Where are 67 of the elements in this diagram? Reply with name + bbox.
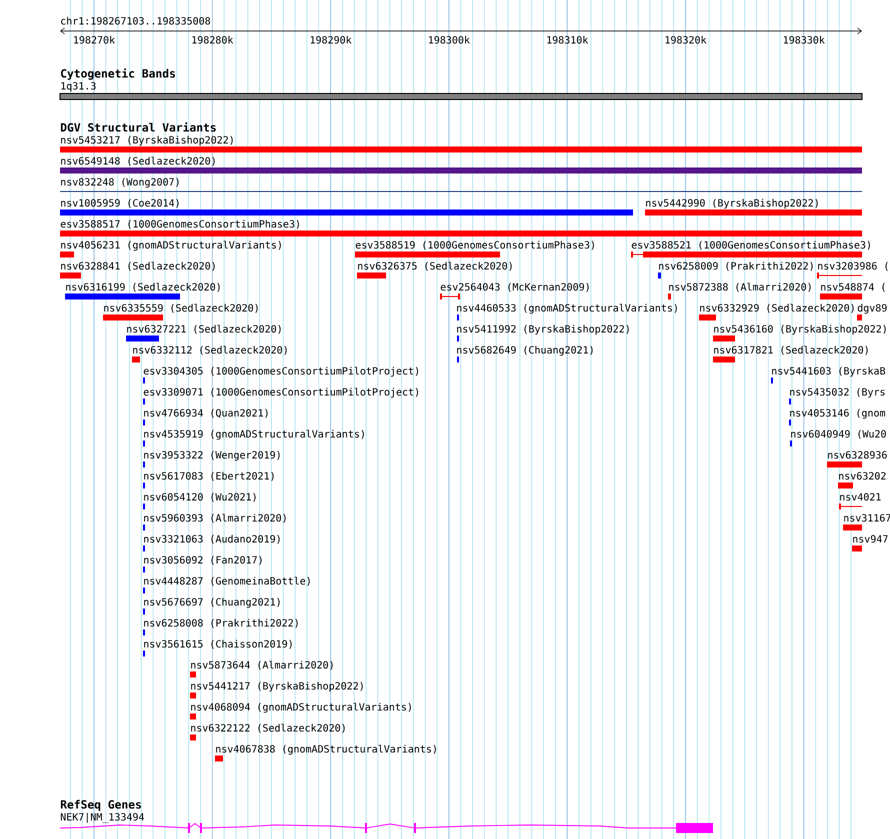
feature-label: nsv4766934 (Quan2021) (144, 408, 268, 418)
feature-label: nsv5453217 (ByrskaBishop2022) (61, 136, 233, 146)
tick-label: 198310k (547, 36, 588, 44)
feature-label: nsv947 (853, 535, 888, 543)
feature-label: nsv6335559 (Sedlazeck2020) (104, 304, 258, 313)
feature-label: nsv4056231 (gnomADStructuralVariants) (61, 240, 281, 251)
tick-label: 198330k (784, 36, 825, 44)
feature-label: NEK7|NM_133494 (60, 812, 144, 823)
tick-label: 198300k (429, 36, 470, 44)
feature-label: nsv5617083 (Ebert2021) (144, 472, 274, 481)
feature-label: nsv1005959 (Coe2014) (61, 198, 179, 208)
feature-label: nsv6040949 (Wu20 (791, 430, 886, 439)
feature-label: nsv4067838 (gnomADStructuralVariants) (216, 744, 436, 755)
region-label: chr1:198267103..198335008 (61, 16, 210, 25)
feature-label: nsv6316199 (Sedlazeck2020) (66, 282, 220, 292)
feature-label: nsv5441603 (ByrskaB (772, 366, 886, 377)
feature-label: nsv6258009 (Prakrithi2022) (659, 262, 813, 271)
feature-label: nsv832248 (Wong2007) (61, 178, 179, 188)
feature-label: nsv5442990 (ByrskaBishop2022) (646, 198, 818, 209)
feature-label: nsv6322122 (Sedlazeck2020) (191, 724, 345, 733)
feature-label: nsv4460533 (gnomADStructuralVariants) (457, 304, 677, 314)
feature-label: nsv4448287 (GenomeinaBottle) (144, 576, 310, 586)
feature-label: nsv6332929 (Sedlazeck2020) (700, 304, 854, 313)
feature-label: nsv4053146 (gnom (790, 408, 886, 419)
feature-label: nsv6327221 (Sedlazeck2020) (127, 324, 281, 334)
feature-label: nsv4535919 (gnomADStructuralVariants) (144, 430, 364, 440)
feature-label: nsv6549148 (Sedlazeck2020) (61, 156, 215, 166)
track-title: DGV Structural Variants (60, 122, 216, 132)
feature-label: nsv5411992 (ByrskaBishop2022) (457, 324, 629, 335)
feature-label: nsv6317821 (Sedlazeck2020) (714, 346, 868, 355)
band-label: 1q31.3 (61, 82, 96, 92)
feature-label: nsv5441217 (ByrskaBishop2022) (191, 682, 363, 692)
feature-label: nsv5682649 (Chuang2021) (457, 346, 593, 356)
feature-label: nsv5676697 (Chuang2021) (144, 598, 280, 608)
feature-label: nsv4021 (840, 493, 881, 501)
feature-label: nsv548874 ( (821, 282, 885, 292)
feature-label: esv3588521 (1000GenomesConsortiumPhase3) (632, 240, 870, 250)
feature-label: nsv6054120 (Wu2021) (144, 492, 256, 502)
tick-label: 198270k (74, 36, 115, 44)
feature-label: nsv3321063 (Audano2019) (144, 534, 280, 544)
feature-label: nsv6258008 (Prakrithi2022) (144, 618, 298, 628)
feature-label: nsv5435032 (Byrs (790, 388, 885, 398)
feature-label: dgv89 (858, 304, 887, 314)
feature-label: nsv5960393 (Almarri2020) (144, 514, 286, 523)
feature-label: esv3304305 (1000GenomesConsortiumPilotProject) (144, 366, 418, 377)
tick-label: 198320k (666, 36, 706, 44)
feature-label: nsv6326375 (Sedlazeck2020) (358, 262, 512, 271)
feature-label: nsv6328936 (828, 451, 887, 459)
feature-label: nsv63202 (839, 472, 886, 480)
tick-label: 198280k (192, 36, 234, 44)
track-title: Cytogenetic Bands (61, 68, 175, 80)
tick-label: 198290k (310, 36, 352, 44)
feature-label: nsv3203986 ( (818, 262, 888, 271)
feature-label: esv2564043 (McKernan2009) (440, 282, 589, 292)
feature-label: esv3309071 (1000GenomesConsortiumPilotProject) (144, 388, 418, 398)
track-title: RefSeq Genes (60, 800, 141, 811)
feature-label: nsv6328841 (Sedlazeck2020) (61, 262, 215, 271)
feature-label: nsv5872388 (Almarri2020) (669, 282, 811, 292)
feature-label: nsv3056092 (Fan2017) (144, 556, 262, 565)
feature-label: esv3588517 (1000GenomesConsortiumPhase3) (60, 220, 299, 229)
feature-label: nsv6332112 (Sedlazeck2020) (133, 346, 287, 355)
feature-label: nsv3953322 (Wenger2019) (144, 450, 280, 461)
feature-label: esv3588519 (1000GenomesConsortiumPhase3) (356, 240, 594, 250)
feature-label: nsv5873644 (Almarri2020) (191, 660, 333, 670)
feature-label: nsv3561615 (Chaisson2019) (144, 640, 292, 649)
feature-label: nsv5436160 (ByrskaBishop2022) (714, 324, 886, 335)
feature-label: nsv4068094 (gnomADStructuralVariants) (191, 702, 411, 713)
